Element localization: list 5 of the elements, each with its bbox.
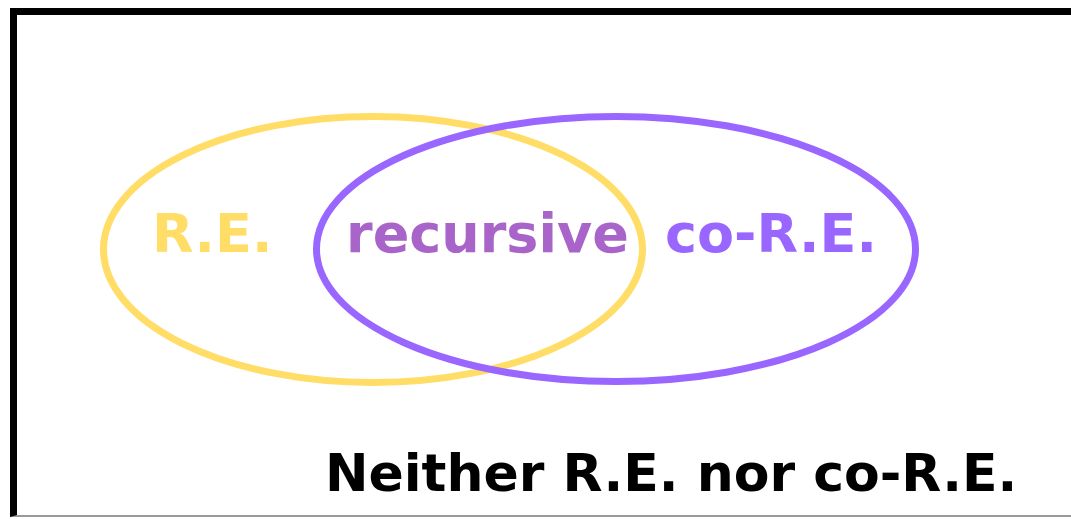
region-label: Neither R.E. nor co-R.E. [325, 447, 1018, 499]
universe-frame [10, 8, 1071, 517]
set-label: co-R.E. [665, 207, 878, 261]
set-label: R.E. [152, 207, 273, 261]
region-label: recursive [346, 207, 629, 261]
